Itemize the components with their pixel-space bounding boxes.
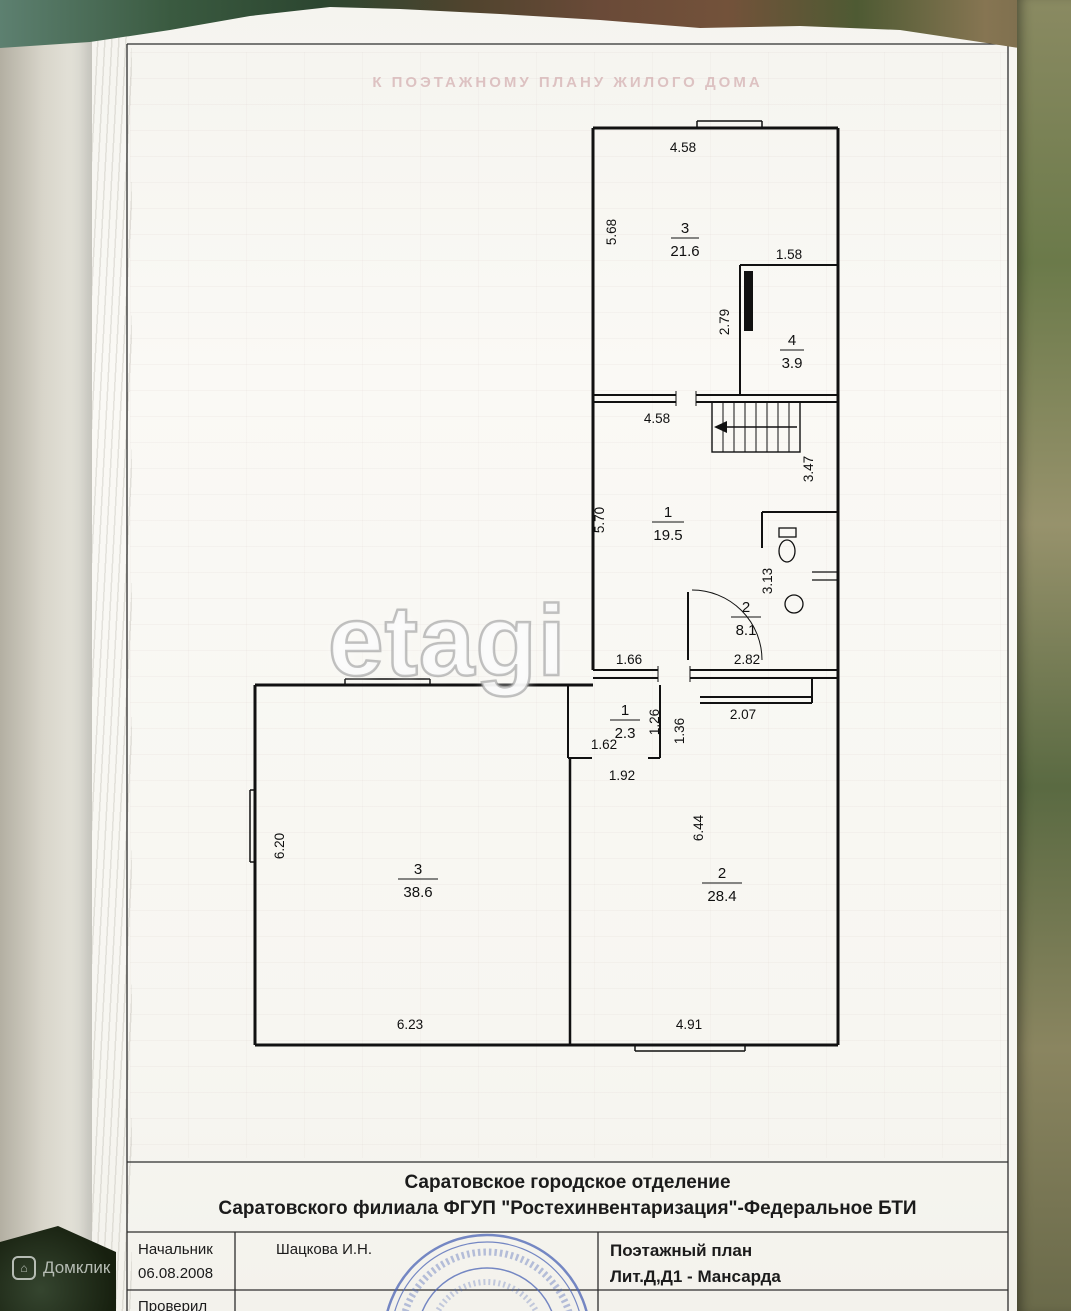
doc-title-line2: Лит.Д,Д1 - Мансарда xyxy=(610,1267,781,1286)
background-photo-right xyxy=(1017,0,1071,1311)
table-officer-name: Шацкова И.Н. xyxy=(276,1241,373,1258)
house-icon: ⌂ xyxy=(12,1256,36,1280)
table-role-label: Начальник xyxy=(138,1241,213,1258)
doc-title-line1: Поэтажный план xyxy=(610,1241,753,1260)
org-name-line1: Саратовское городское отделение xyxy=(404,1172,731,1193)
domclick-logo: ⌂ Домклик xyxy=(12,1256,110,1280)
org-name-line2: Саратовского филиала ФГУП "Ростехинвента… xyxy=(218,1198,917,1219)
bleed-through-title: К ПОЭТАЖНОМУ ПЛАНУ ЖИЛОГО ДОМА xyxy=(372,74,763,91)
page-edges xyxy=(92,4,132,1311)
background-page-stack xyxy=(0,0,96,1311)
table-role2-label: Проверил xyxy=(138,1298,208,1311)
table-date: 06.08.2008 xyxy=(138,1265,214,1282)
etagi-watermark: etagi xyxy=(327,584,567,699)
bleed-through-grid xyxy=(130,52,1008,1158)
domclick-label: Домклик xyxy=(43,1258,111,1277)
